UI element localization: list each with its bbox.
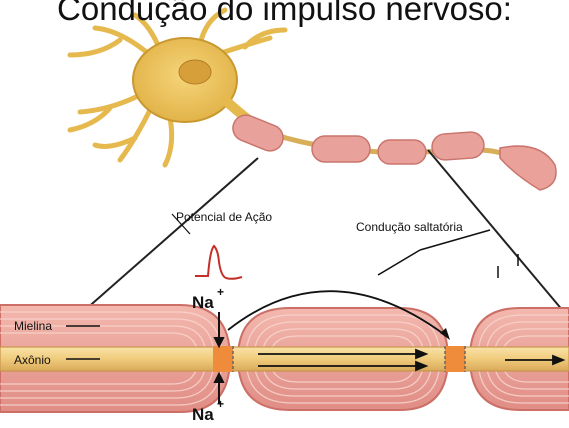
top-myelin-segment [229, 111, 287, 155]
axon-terminal [500, 146, 556, 190]
saltatory-pointer [378, 250, 420, 275]
node-of-ranvier [213, 346, 233, 372]
sodium-symbol: Na [192, 405, 214, 423]
zoom-lines [85, 150, 569, 318]
node-of-ranvier [445, 346, 465, 372]
axon-label: Axônio [14, 353, 51, 367]
top-myelin-segment [378, 140, 426, 164]
neuron-illustration [70, 10, 556, 190]
magnified-axon [0, 214, 569, 412]
sodium-symbol: Na [192, 293, 214, 312]
top-myelin-segment [312, 136, 370, 162]
top-myelin-segment [431, 131, 485, 161]
myelin-label: Mielina [14, 319, 52, 333]
slide-title: Condução do impulso nervoso: [0, 0, 569, 28]
sodium-charge: + [217, 285, 224, 299]
action-potential-trace [195, 246, 242, 279]
sodium-charge: + [217, 397, 224, 411]
saltatory-label: Condução saltatória [356, 220, 463, 234]
sodium-label-top: Na + [192, 285, 224, 312]
action-potential-label: Potencial de Ação [176, 210, 272, 224]
nucleus [179, 60, 211, 84]
